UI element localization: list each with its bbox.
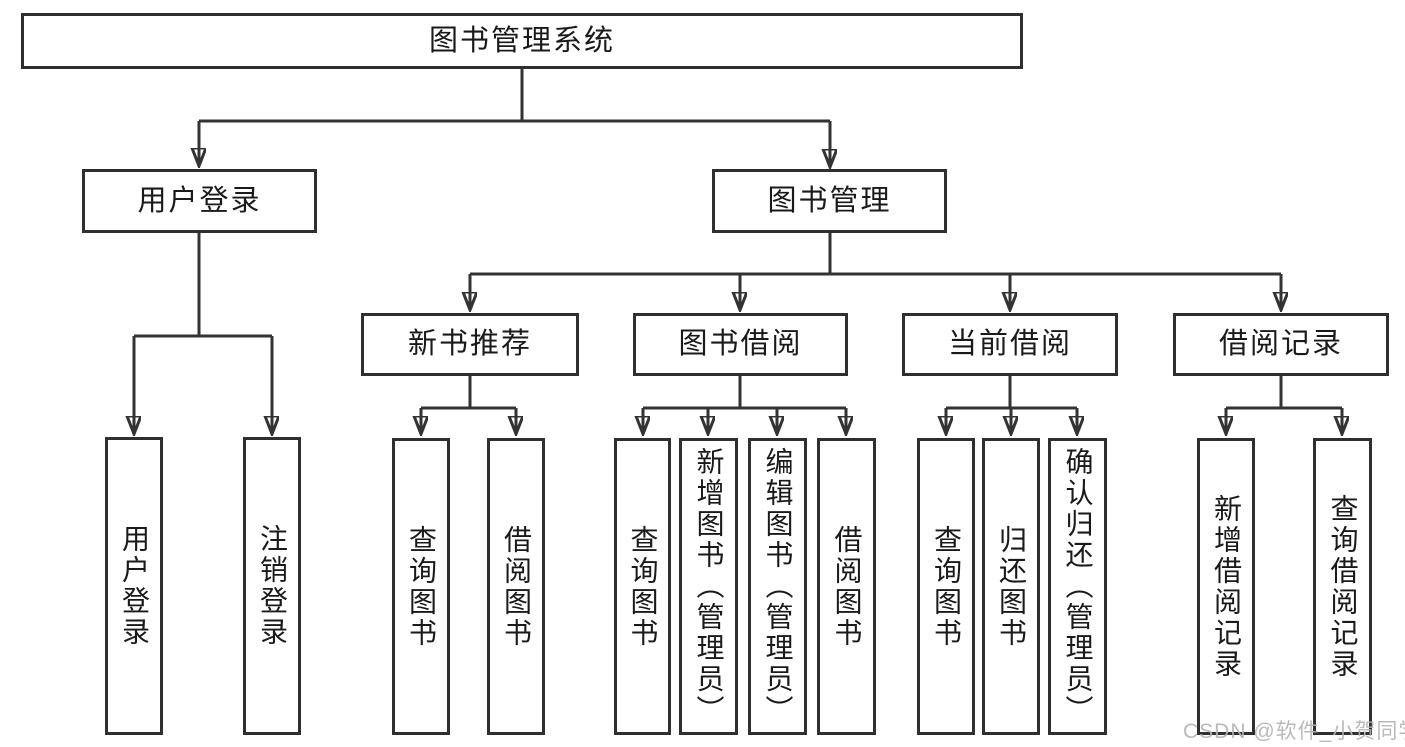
leaf-label: 查询借阅记录 [1327,493,1359,680]
node-label: 图书管理 [767,184,892,217]
node-label: 图书借阅 [678,328,803,360]
leaf-label: 查询图书 [627,524,659,649]
leaf-logout-login: 注销登录 [243,437,301,735]
leaf-add-borrow-record: 新增借阅记录 [1197,438,1255,735]
node-label: 用户登录 [137,184,262,217]
node-book-management: 图书管理 [712,169,947,233]
leaf-edit-books-admin: 编辑图书（管理员） [748,438,807,735]
node-library-management-system: 图书管理系统 [21,13,1023,69]
node-label: 新书推荐 [407,328,532,360]
leaf-label: 编辑图书（管理员） [762,447,794,726]
leaf-query-borrow-record: 查询借阅记录 [1313,438,1372,735]
leaf-add-books-admin: 新增图书（管理员） [679,438,738,735]
node-borrowing-records: 借阅记录 [1173,313,1389,376]
leaf-label: 归还图书 [996,524,1027,649]
leaf-label: 查询图书 [931,524,962,649]
node-label: 当前借阅 [947,328,1072,360]
leaf-confirm-return-admin: 确认归还（管理员） [1048,438,1107,735]
leaf-query-books-recommend: 查询图书 [392,438,450,735]
leaf-query-books-current: 查询图书 [917,438,975,735]
node-new-book-recommend: 新书推荐 [361,313,579,376]
leaf-borrow-books-recommend: 借阅图书 [487,438,545,735]
node-label: 图书管理系统 [428,24,615,57]
leaf-label: 注销登录 [257,524,288,648]
leaf-return-books: 归还图书 [982,438,1040,735]
csdn-watermark: CSDN @软件_小贺同学 [1183,720,1405,743]
node-label: 借阅记录 [1218,328,1343,360]
leaf-user-login: 用户登录 [105,437,163,735]
leaf-query-books-borrowing: 查询图书 [614,438,671,735]
leaf-label: 查询图书 [406,524,437,649]
node-user-login: 用户登录 [82,169,317,233]
leaf-label: 新增借阅记录 [1211,493,1242,680]
leaf-label: 新增图书（管理员） [693,447,725,726]
node-current-borrowing: 当前借阅 [902,313,1118,376]
leaf-borrow-books-borrowing: 借阅图书 [817,438,876,735]
node-book-borrowing: 图书借阅 [633,313,848,376]
leaf-label: 确认归还（管理员） [1062,447,1094,726]
leaf-label: 借阅图书 [501,524,532,649]
leaf-label: 借阅图书 [831,524,863,649]
leaf-label: 用户登录 [119,524,150,648]
